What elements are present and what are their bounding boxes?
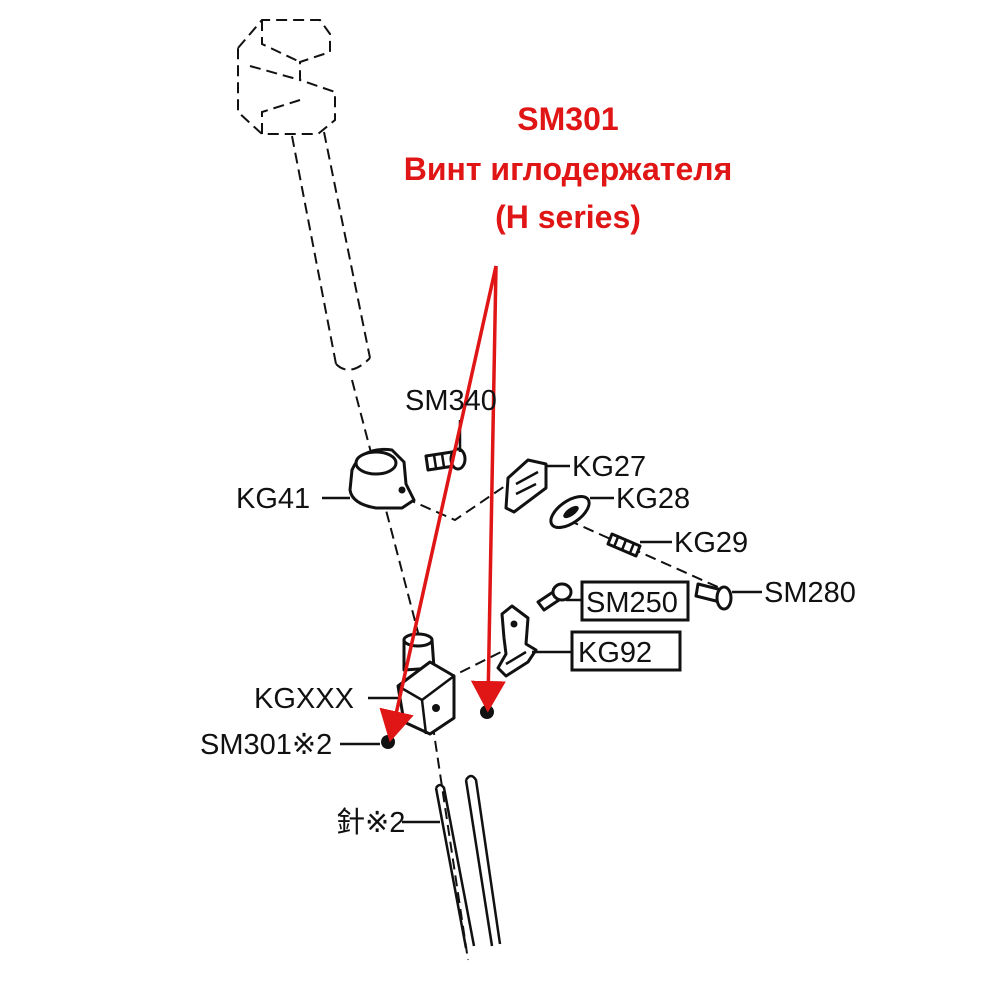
label-kg92: KG92 — [578, 637, 652, 669]
kgxxx-needle-holder — [396, 632, 456, 736]
title-code: SM301 — [517, 101, 618, 137]
label-needle-x2: 針※2 — [336, 806, 405, 839]
kg29-spring — [606, 532, 642, 558]
red-arrow-right — [470, 265, 506, 713]
label-kg27: KG27 — [572, 451, 646, 483]
kg28-washer — [549, 494, 591, 530]
label-sm301x2: SM301※2 — [200, 729, 332, 761]
label-kg41: KG41 — [236, 483, 310, 515]
sm250-screw — [536, 582, 573, 612]
assembly-link-upper — [404, 485, 506, 522]
kg92-bracket — [496, 604, 538, 678]
kg92-box — [570, 630, 682, 672]
title-series: (H series) — [495, 199, 641, 235]
title-name: Винт иглодержателя — [404, 151, 732, 187]
kg27-plate — [504, 458, 548, 514]
kg41-clamp — [348, 447, 416, 510]
label-kg29: KG29 — [674, 527, 748, 559]
sm301-screw-left — [381, 735, 395, 749]
label-kg28: KG28 — [616, 483, 690, 515]
red-arrow-left — [379, 265, 498, 743]
label-sm250: SM250 — [586, 587, 678, 619]
assembly-link-lower — [444, 649, 506, 681]
centre-axis — [351, 379, 421, 641]
needle-bar — [237, 19, 371, 371]
sm250-box — [580, 580, 690, 622]
sm340-screw — [424, 447, 467, 472]
label-sm280: SM280 — [764, 577, 856, 609]
label-kgxxx: KGXXX — [254, 683, 354, 715]
sm280-screw — [694, 582, 733, 611]
needles — [434, 774, 502, 949]
label-sm340: SM340 — [405, 385, 497, 417]
assembly-link-right — [567, 519, 721, 589]
sm301-screw-right — [480, 705, 494, 719]
